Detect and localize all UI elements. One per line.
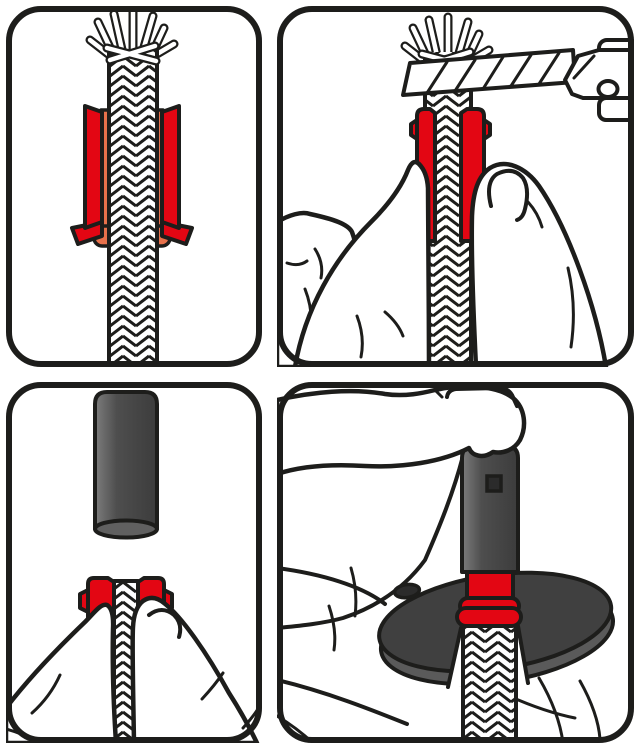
- panel-border: [277, 382, 634, 743]
- braided-rope: [102, 41, 161, 367]
- panel-3-sleeve-ready: [6, 382, 262, 743]
- panel-border: [277, 6, 634, 367]
- blade-lock-wheel: [596, 79, 620, 99]
- panel-border: [6, 6, 262, 367]
- red-clamp-flange: [455, 564, 523, 628]
- pinching-hand: [277, 159, 609, 367]
- red-split-clamp: [70, 104, 194, 246]
- index-finger: [130, 595, 260, 743]
- cylinder-window: [485, 474, 503, 493]
- index-finger: [469, 161, 609, 367]
- disc-hole: [392, 582, 422, 600]
- thumb: [6, 602, 119, 743]
- panel-1-clamp-on-rope: [6, 6, 262, 367]
- panel-border: [6, 382, 262, 743]
- gray-sleeve-cylinder: [93, 390, 159, 540]
- fingernail: [147, 608, 183, 639]
- gray-sleeve-cylinder: [460, 444, 520, 574]
- thumb: [292, 159, 432, 367]
- panel-4-assembled-toggle: [277, 382, 634, 743]
- knife-handle: [563, 48, 632, 100]
- frayed-rope-end: [85, 6, 179, 61]
- pinching-hand: [6, 595, 260, 743]
- braided-rope: [461, 624, 518, 743]
- utility-knife: [401, 38, 634, 122]
- fingernail: [487, 168, 530, 222]
- thumb-pressing: [277, 384, 527, 477]
- panel-2-cutting-rope: [277, 6, 634, 367]
- thumb: [277, 384, 527, 477]
- frayed-rope-end: [400, 12, 494, 67]
